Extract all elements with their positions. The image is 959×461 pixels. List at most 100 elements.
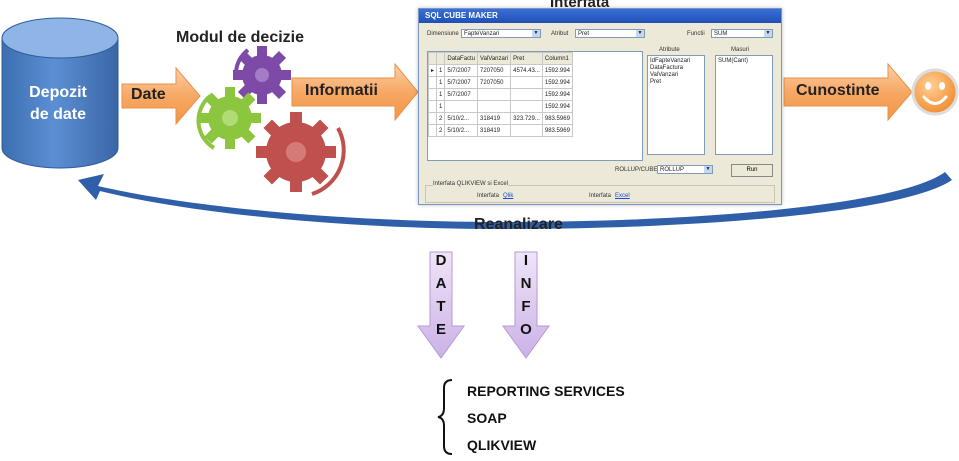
table-cell[interactable] (428, 112, 438, 125)
table-cell[interactable]: 318419 (477, 112, 512, 125)
decision-module-label: Modul de decizie (176, 29, 305, 46)
info-letter: I (523, 252, 529, 269)
window-title: SQL CUBE MAKER (419, 9, 781, 23)
table-cell[interactable]: 7207050 (477, 64, 512, 77)
table-cell[interactable]: 1592.994 (541, 88, 573, 101)
table-cell[interactable]: 318419 (477, 124, 512, 137)
qlik-excel-group (425, 185, 775, 203)
table-cell[interactable]: 4574.43... (510, 64, 543, 77)
table-cell[interactable]: 2 (435, 124, 446, 137)
grid-header-cell[interactable]: Column1 (541, 52, 573, 65)
informatii-arrow (291, 62, 419, 122)
list-item[interactable]: SUM(Cant) (718, 58, 749, 64)
grid-header-cell[interactable]: Pret (510, 52, 543, 65)
excel-label: Interfata (589, 193, 612, 199)
chevron-down-icon: ▼ (764, 30, 772, 37)
table-cell[interactable]: 5/7/2007 (444, 88, 479, 101)
rollup-label: ROLLUP/CUBE (615, 167, 658, 173)
informatii-arrow-label: Informatii (305, 82, 378, 99)
info-down-arrow (502, 251, 550, 359)
table-cell[interactable]: 5/10/2... (444, 112, 479, 125)
table-cell[interactable]: 1 (435, 88, 446, 101)
dimension-select[interactable]: FapteVanzari▼ (461, 29, 541, 38)
table-cell[interactable] (510, 88, 543, 101)
table-cell[interactable] (428, 76, 438, 89)
table-cell[interactable] (510, 76, 543, 89)
measures-label: Masuri (731, 47, 750, 53)
info-letter: F (521, 298, 531, 315)
grid-header-cell[interactable]: DataFactu (444, 52, 479, 65)
table-cell[interactable]: 1 (435, 64, 446, 77)
date-arrow-label: Date (131, 86, 166, 103)
service-reporting: REPORTING SERVICES (467, 383, 625, 399)
grid-header-cell[interactable] (435, 52, 446, 65)
reanalysis-arrow (78, 172, 952, 229)
decision-gears-icon (196, 46, 346, 196)
repository-label-line1: Depozit (29, 84, 87, 101)
table-cell[interactable] (444, 100, 479, 113)
grid-header-cell[interactable]: ValVanzari (477, 52, 512, 65)
run-button[interactable]: Run (731, 164, 773, 177)
table-cell[interactable]: 5/7/2007 (444, 64, 479, 77)
table-cell[interactable] (428, 124, 438, 137)
chevron-down-icon: ▼ (704, 166, 712, 173)
excel-link[interactable]: Excel (615, 193, 630, 199)
table-cell[interactable]: 5/10/2... (444, 124, 479, 137)
dimension-label: Dimensiune (427, 31, 459, 37)
chevron-down-icon: ▼ (636, 30, 644, 37)
chevron-down-icon: ▼ (532, 30, 540, 37)
table-cell[interactable]: 1592.994 (541, 100, 573, 113)
grid-header-cell[interactable] (428, 52, 438, 65)
table-cell[interactable]: 1 (435, 76, 446, 89)
measures-list[interactable]: SUM(Cant) (715, 55, 773, 155)
qlik-label: Interfata (477, 193, 500, 199)
group-label: Interfata QLIKVIEW si Excel (433, 181, 509, 187)
table-row[interactable]: 1 1592.994 (428, 100, 573, 113)
function-select[interactable]: SUM▼ (711, 29, 773, 38)
list-item[interactable]: DataFactura (650, 65, 684, 71)
table-cell[interactable] (510, 100, 543, 113)
date-arrow (121, 66, 201, 126)
list-item[interactable]: Pret (650, 79, 662, 85)
table-cell[interactable] (477, 88, 512, 101)
table-cell[interactable]: 983.5969 (541, 124, 573, 137)
info-letter: N (520, 275, 532, 292)
qlik-link[interactable]: Qlik (503, 193, 514, 199)
brace-icon (437, 379, 453, 455)
attribute-select[interactable]: Pret▼ (575, 29, 645, 38)
table-cell[interactable]: 1592.994 (541, 76, 573, 89)
date-letter: D (435, 252, 447, 269)
table-cell[interactable]: 7207050 (477, 76, 512, 89)
table-cell[interactable] (428, 88, 438, 101)
service-soap: SOAP (467, 410, 507, 426)
table-cell[interactable] (477, 100, 512, 113)
rollup-select[interactable]: ROLLUP▼ (657, 165, 713, 174)
table-cell[interactable] (510, 124, 543, 137)
table-cell[interactable]: ▸ (428, 64, 438, 77)
table-cell[interactable]: 323.729... (510, 112, 543, 125)
attribute-label: Atribut (551, 31, 569, 37)
cunostinte-arrow-label: Cunostinte (796, 82, 880, 99)
cunostinte-arrow (783, 62, 913, 122)
data-repository-cylinder (1, 17, 119, 169)
list-item[interactable]: IdFapteVanzari (650, 58, 691, 64)
smiley-icon (911, 68, 959, 116)
date-letter: T (436, 298, 446, 315)
table-cell[interactable]: 1592.994 (541, 64, 573, 77)
table-cell[interactable] (428, 100, 438, 113)
table-cell[interactable]: 1 (435, 100, 446, 113)
table-cell[interactable]: 983.5969 (541, 112, 573, 125)
list-item[interactable]: ValVanzari (650, 72, 679, 78)
table-cell[interactable]: 5/7/2007 (444, 76, 479, 89)
table-cell[interactable]: 2 (435, 112, 446, 125)
reanalysis-label: Reanalizare (474, 216, 563, 233)
